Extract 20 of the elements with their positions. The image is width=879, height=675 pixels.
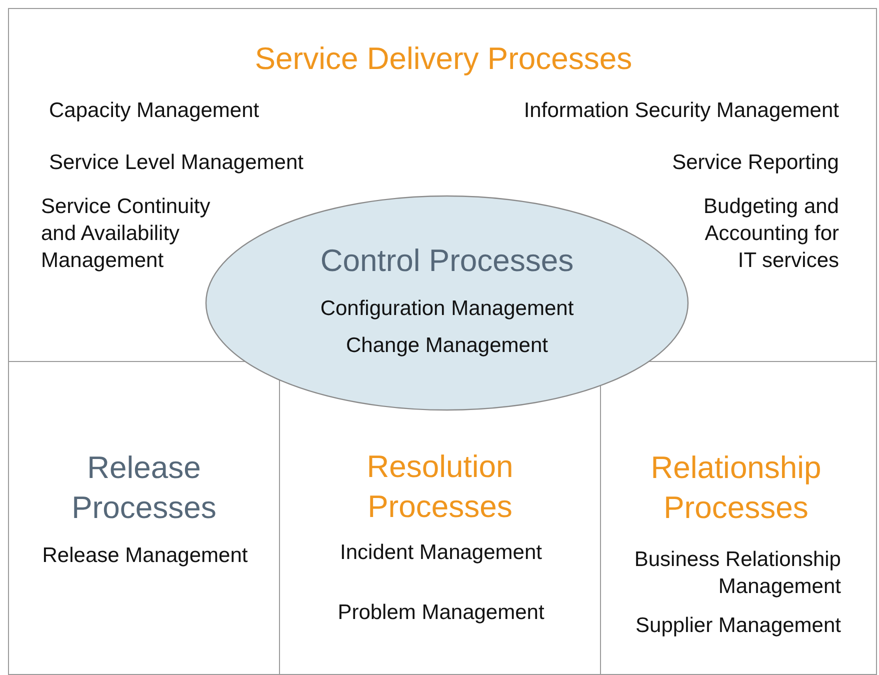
- panel-heading: Release Processes: [70, 449, 218, 527]
- process-name: Service Level Management: [49, 150, 304, 176]
- process-name: Capacity Management: [49, 98, 260, 124]
- process-name: Service Reporting: [671, 150, 839, 176]
- panel-heading: Service Delivery Processes: [254, 40, 634, 78]
- process-name: Information Security Management: [522, 98, 839, 124]
- panel-heading: Resolution Processes: [366, 448, 514, 526]
- process-name: Service Continuity and Availability Management: [41, 194, 212, 274]
- process-name: Supplier Management: [634, 613, 841, 639]
- process-name: Incident Management: [339, 540, 543, 566]
- process-name: Release Management: [41, 543, 249, 569]
- process-panel: [8, 361, 280, 675]
- process-name: Budgeting and Accounting for IT services: [702, 194, 839, 274]
- process-name: Business Relationship Management: [633, 547, 841, 600]
- panel-heading: Control Processes: [319, 242, 575, 280]
- process-name: Configuration Management: [319, 296, 575, 322]
- panel-heading: Relationship Processes: [650, 449, 822, 527]
- process-name: Problem Management: [336, 600, 546, 626]
- process-name: Change Management: [345, 333, 549, 359]
- process-panel: [600, 361, 877, 675]
